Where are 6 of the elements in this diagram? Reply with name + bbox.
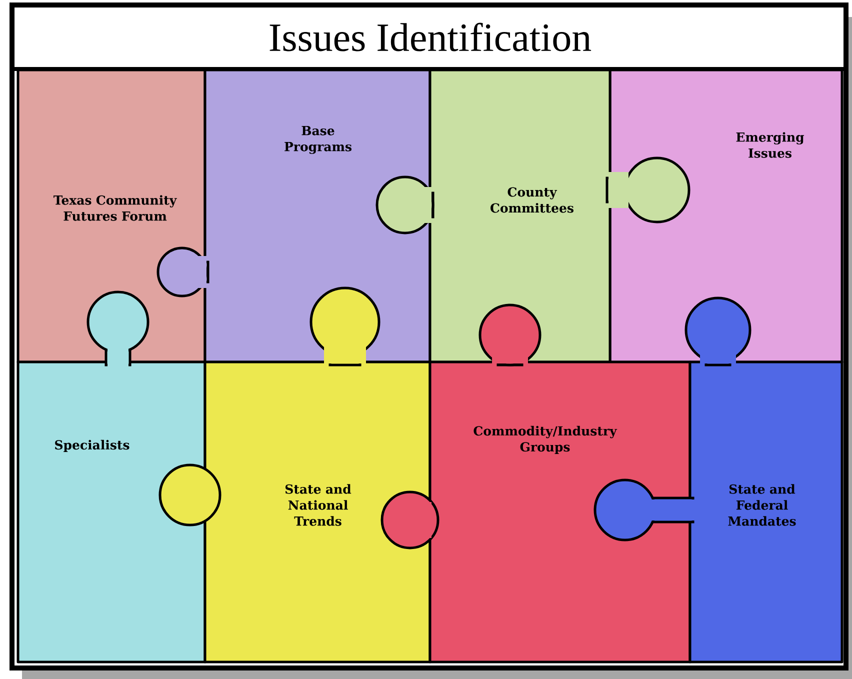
puzzle-piece: State and National Trends xyxy=(158,286,432,664)
title: Issues Identification xyxy=(270,22,592,52)
puzzle-piece: County Committees xyxy=(376,68,690,364)
puzzle-piece: Specialists xyxy=(16,290,206,664)
puzzle-piece: Texas Community Futures Forum xyxy=(16,68,206,364)
puzzle-piece: Commodity/Industry Groups xyxy=(380,304,692,664)
